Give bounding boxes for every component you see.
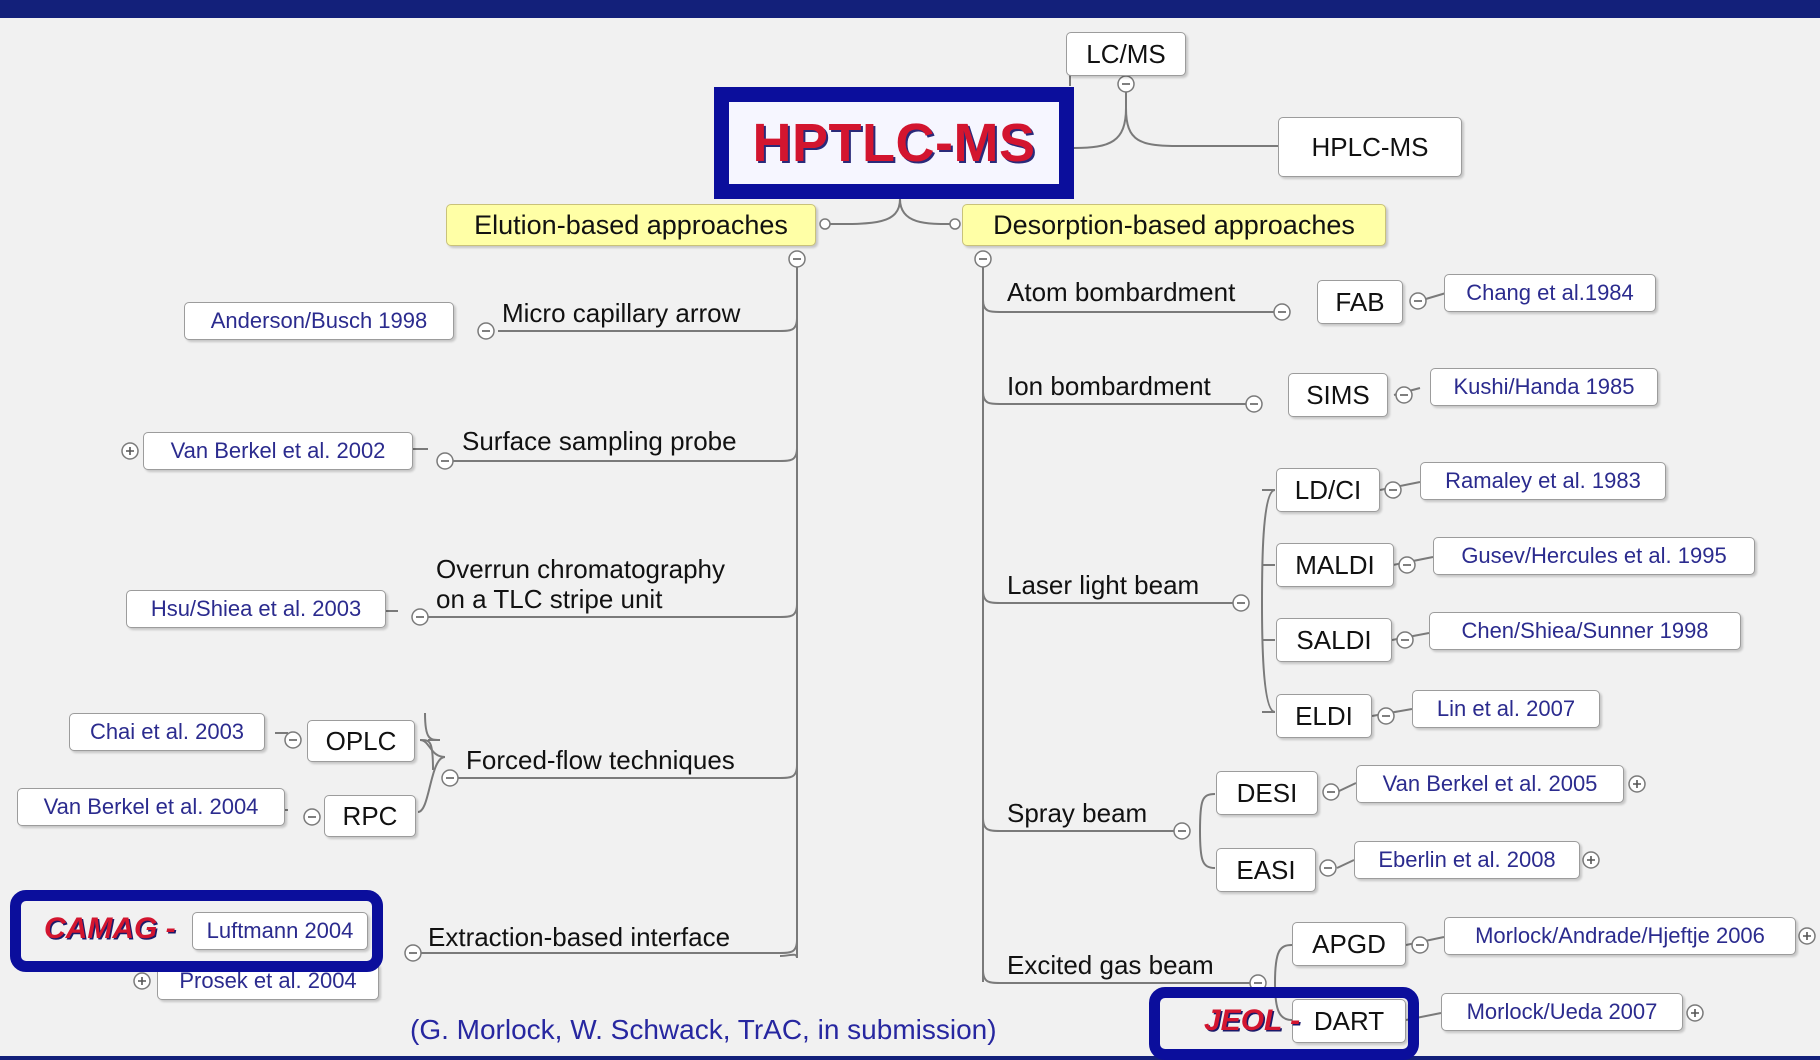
- node-easi: EASI: [1216, 848, 1316, 892]
- ref-morlock-ueda: Morlock/Ueda 2007: [1441, 993, 1683, 1031]
- ref-van-berkel-2004: Van Berkel et al. 2004: [17, 788, 285, 826]
- ref-van-berkel-2002-text: Van Berkel et al. 2002: [170, 438, 386, 463]
- bottom-frame-bar: [0, 1056, 1820, 1060]
- camag-highlight-frame: [10, 890, 383, 972]
- connector-title-branches: [819, 198, 961, 226]
- node-ldci-label: LD/CI: [1294, 474, 1362, 505]
- ref-lin: Lin et al. 2007: [1412, 690, 1600, 728]
- node-lcms: LC/MS: [1066, 32, 1186, 76]
- ref-kushi-handa: Kushi/Handa 1985: [1430, 368, 1658, 406]
- label-atom-bombardment: Atom bombardment: [1007, 277, 1236, 307]
- branch-desorption-label: Desorption-based approaches: [993, 209, 1355, 240]
- ref-chai: Chai et al. 2003: [69, 713, 265, 751]
- ref-van-berkel-2005: Van Berkel et al. 2005: [1356, 765, 1624, 803]
- node-desi-label: DESI: [1236, 777, 1298, 808]
- label-laser-light-beam: Laser light beam: [1007, 570, 1200, 600]
- node-dart: DART: [1292, 999, 1406, 1043]
- label-excited-gas-beam: Excited gas beam: [1007, 950, 1214, 980]
- branch-desorption: Desorption-based approaches: [962, 204, 1386, 246]
- label-extraction: Extraction-based interface: [428, 922, 731, 952]
- node-ldci: LD/CI: [1276, 468, 1380, 512]
- ref-chai-text: Chai et al. 2003: [89, 719, 245, 744]
- branch-elution-label: Elution-based approaches: [474, 209, 788, 240]
- node-maldi: MALDI: [1276, 543, 1394, 587]
- ref-anderson-busch: Anderson/Busch 1998: [184, 302, 454, 340]
- ref-luftmann-text: Luftmann 2004: [206, 918, 354, 943]
- ref-lin-text: Lin et al. 2007: [1436, 696, 1576, 721]
- ref-eberlin: Eberlin et al. 2008: [1354, 841, 1580, 879]
- node-easi-label: EASI: [1236, 854, 1296, 885]
- ref-eberlin-text: Eberlin et al. 2008: [1378, 847, 1556, 872]
- label-overrun-line1: Overrun chromatography: [436, 554, 726, 584]
- ref-chang: Chang et al.1984: [1444, 274, 1656, 312]
- jeol-highlight-frame: [1149, 987, 1419, 1060]
- connector-elution-spine: [779, 265, 798, 959]
- ref-prosek-text: Prosek et al. 2004: [179, 968, 357, 993]
- node-maldi-label: MALDI: [1295, 549, 1375, 580]
- ref-luftmann: Luftmann 2004: [192, 912, 368, 950]
- ref-morlock-andrade: Morlock/Andrade/Hjeftje 2006: [1444, 917, 1796, 955]
- ref-gusev-hercules: Gusev/Hercules et al. 1995: [1433, 537, 1755, 575]
- label-micro-capillary: Micro capillary arrow: [502, 298, 741, 328]
- branch-elution: Elution-based approaches: [446, 204, 816, 246]
- node-sims-label: SIMS: [1306, 379, 1370, 410]
- node-eldi-label: ELDI: [1295, 700, 1353, 731]
- node-sims: SIMS: [1288, 373, 1388, 417]
- company-jeol: JEOL -: [1204, 1004, 1301, 1037]
- ref-chang-text: Chang et al.1984: [1466, 280, 1634, 305]
- node-saldi: SALDI: [1276, 618, 1392, 662]
- ref-ramaley-text: Ramaley et al. 1983: [1445, 468, 1641, 493]
- label-forced-flow: Forced-flow techniques: [466, 745, 735, 775]
- node-oplc-label: OPLC: [325, 725, 397, 756]
- node-hplcms: HPLC-MS: [1278, 117, 1462, 177]
- node-lcms-label: LC/MS: [1086, 38, 1166, 69]
- node-saldi-label: SALDI: [1296, 624, 1372, 655]
- ref-van-berkel-2004-text: Van Berkel et al. 2004: [43, 794, 259, 819]
- ref-anderson-busch-text: Anderson/Busch 1998: [210, 308, 428, 333]
- ref-hsu-shiea: Hsu/Shiea et al. 2003: [126, 590, 386, 628]
- node-desi: DESI: [1216, 771, 1318, 815]
- ref-chen-shiea-sunner: Chen/Shiea/Sunner 1998: [1429, 612, 1741, 650]
- ref-van-berkel-2005-text: Van Berkel et al. 2005: [1382, 771, 1598, 796]
- ref-kushi-handa-text: Kushi/Handa 1985: [1453, 374, 1635, 399]
- connector-title-related: [1073, 86, 1278, 149]
- node-eldi: ELDI: [1276, 694, 1372, 738]
- page-title: HPTLC-MS: [752, 113, 1036, 173]
- node-dart-label: DART: [1313, 1005, 1385, 1036]
- label-ion-bombardment: Ion bombardment: [1007, 371, 1211, 401]
- node-fab-label: FAB: [1335, 286, 1385, 317]
- citation: (G. Morlock, W. Schwack, TrAC, in submis…: [410, 1014, 997, 1045]
- ref-ramaley: Ramaley et al. 1983: [1420, 462, 1666, 500]
- label-spray-beam: Spray beam: [1007, 798, 1148, 828]
- ref-hsu-shiea-text: Hsu/Shiea et al. 2003: [150, 596, 362, 621]
- label-overrun-line2: on a TLC stripe unit: [436, 584, 663, 614]
- ref-chen-shiea-sunner-text: Chen/Shiea/Sunner 1998: [1461, 618, 1709, 643]
- label-surface-sampling: Surface sampling probe: [462, 426, 737, 456]
- title-box: HPTLC-MS: [714, 87, 1074, 199]
- ref-gusev-hercules-text: Gusev/Hercules et al. 1995: [1461, 543, 1727, 568]
- node-rpc-label: RPC: [342, 800, 398, 831]
- company-camag: CAMAG -: [44, 912, 176, 945]
- ref-morlock-andrade-text: Morlock/Andrade/Hjeftje 2006: [1475, 923, 1765, 948]
- node-apgd: APGD: [1292, 922, 1406, 966]
- node-rpc: RPC: [324, 795, 416, 837]
- node-hplcms-label: HPLC-MS: [1311, 131, 1429, 162]
- node-apgd-label: APGD: [1312, 928, 1386, 959]
- top-frame-bar: [0, 0, 1820, 18]
- ref-van-berkel-2002: Van Berkel et al. 2002: [143, 432, 413, 470]
- ref-morlock-ueda-text: Morlock/Ueda 2007: [1466, 999, 1658, 1024]
- node-fab: FAB: [1317, 280, 1403, 324]
- node-oplc: OPLC: [307, 720, 415, 762]
